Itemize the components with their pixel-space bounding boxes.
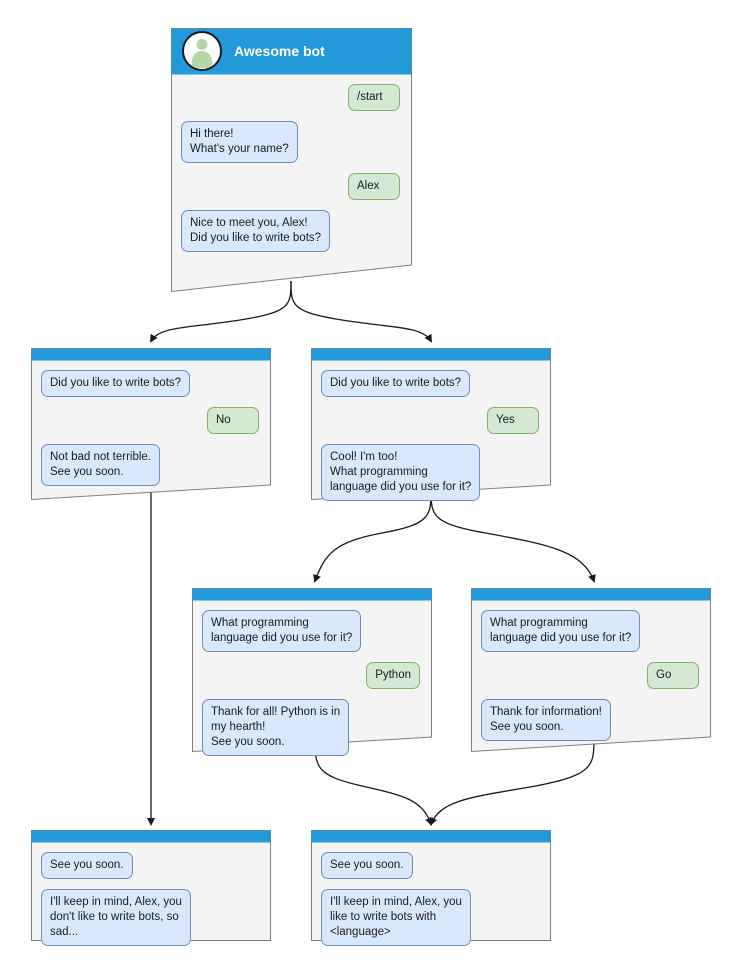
user-message-bubble[interactable]: Go — [647, 662, 699, 689]
answer-yes-node[interactable]: Did you like to write bots? Yes Cool! I'… — [311, 348, 551, 501]
bot-title: Awesome bot — [234, 43, 325, 59]
message-row: Python — [202, 662, 422, 689]
start-node-body: /start Hi there! What's your name? Alex … — [171, 74, 412, 252]
message-row: See you soon. — [41, 852, 261, 879]
bot-message-bubble[interactable]: What programming language did you use fo… — [481, 610, 641, 652]
message-row: Nice to meet you, Alex! Did you like to … — [181, 210, 402, 252]
user-message-bubble[interactable]: /start — [348, 84, 400, 111]
message-row: What programming language did you use fo… — [481, 610, 701, 652]
user-message-bubble[interactable]: Alex — [348, 173, 400, 200]
bot-message-bubble[interactable]: I'll keep in mind, Alex, you like to wri… — [321, 889, 471, 946]
bot-message-bubble[interactable]: See you soon. — [41, 852, 133, 879]
answer-python-node[interactable]: What programming language did you use fo… — [192, 588, 432, 756]
answer-go-node-body: What programming language did you use fo… — [471, 600, 711, 741]
message-row: I'll keep in mind, Alex, you don't like … — [41, 889, 261, 946]
message-row: I'll keep in mind, Alex, you like to wri… — [321, 889, 541, 946]
bot-message-bubble[interactable]: Cool! I'm too! What programming language… — [321, 444, 481, 501]
person-avatar-icon — [182, 31, 222, 71]
user-message-bubble[interactable]: Python — [366, 662, 420, 689]
answer-go-node[interactable]: What programming language did you use fo… — [471, 588, 711, 752]
bot-message-bubble[interactable]: Did you like to write bots? — [321, 370, 471, 397]
message-row: Hi there! What's your name? — [181, 121, 402, 163]
end-no-node-header — [31, 830, 271, 842]
user-message-bubble[interactable]: No — [207, 407, 259, 434]
edge-yes-to-go — [430, 488, 596, 583]
edge-yes-to-python — [313, 488, 432, 583]
answer-yes-node-header — [311, 348, 551, 360]
answer-no-node-body: Did you like to write bots? No Not bad n… — [31, 360, 271, 486]
message-row: No — [41, 407, 261, 434]
end-yes-node[interactable]: See you soon. I'll keep in mind, Alex, y… — [311, 830, 551, 946]
message-row: Thank for information! See you soon. — [481, 699, 701, 741]
message-row: /start — [181, 84, 402, 111]
message-row: Cool! I'm too! What programming language… — [321, 444, 541, 501]
message-row: What programming language did you use fo… — [202, 610, 422, 652]
answer-python-node-header — [192, 588, 432, 600]
message-row: Not bad not terrible. See you soon. — [41, 444, 261, 486]
message-row: Alex — [181, 173, 402, 200]
message-row: Go — [481, 662, 701, 689]
message-row: See you soon. — [321, 852, 541, 879]
end-yes-node-header — [311, 830, 551, 842]
bot-message-bubble[interactable]: See you soon. — [321, 852, 413, 879]
answer-yes-node-body: Did you like to write bots? Yes Cool! I'… — [311, 360, 551, 501]
end-yes-node-body: See you soon. I'll keep in mind, Alex, y… — [311, 842, 551, 946]
bot-message-bubble[interactable]: Thank for all! Python is in my hearth! S… — [202, 699, 350, 756]
message-row: Did you like to write bots? — [41, 370, 261, 397]
answer-python-node-body: What programming language did you use fo… — [192, 600, 432, 756]
message-row: Thank for all! Python is in my hearth! S… — [202, 699, 422, 756]
start-node[interactable]: Awesome bot /start Hi there! What's your… — [171, 28, 412, 292]
answer-no-node[interactable]: Did you like to write bots? No Not bad n… — [31, 348, 271, 500]
edge-go-to-end-yes — [429, 740, 595, 826]
bot-message-bubble[interactable]: Hi there! What's your name? — [181, 121, 298, 163]
bot-message-bubble[interactable]: I'll keep in mind, Alex, you don't like … — [41, 889, 191, 946]
bot-message-bubble[interactable]: Thank for information! See you soon. — [481, 699, 611, 741]
bot-message-bubble[interactable]: Not bad not terrible. See you soon. — [41, 444, 161, 486]
bot-message-bubble[interactable]: Nice to meet you, Alex! Did you like to … — [181, 210, 331, 252]
answer-go-node-header — [471, 588, 711, 600]
bot-message-bubble[interactable]: What programming language did you use fo… — [202, 610, 362, 652]
end-no-node-body: See you soon. I'll keep in mind, Alex, y… — [31, 842, 271, 946]
start-node-header: Awesome bot — [171, 28, 412, 74]
user-message-bubble[interactable]: Yes — [487, 407, 539, 434]
bot-message-bubble[interactable]: Did you like to write bots? — [41, 370, 191, 397]
answer-no-node-header — [31, 348, 271, 360]
end-no-node[interactable]: See you soon. I'll keep in mind, Alex, y… — [31, 830, 271, 946]
message-row: Did you like to write bots? — [321, 370, 541, 397]
message-row: Yes — [321, 407, 541, 434]
